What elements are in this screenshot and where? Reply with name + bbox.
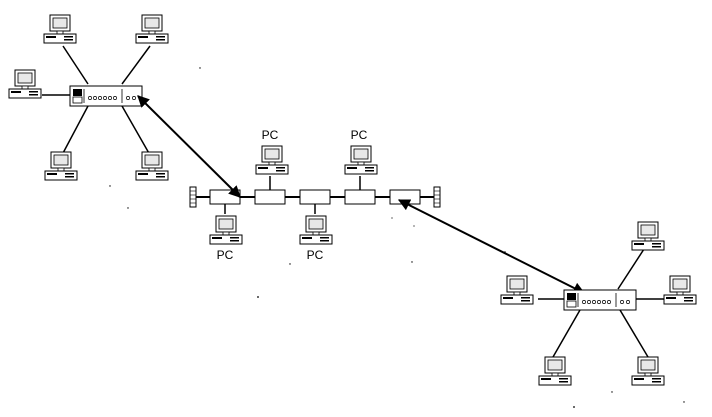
pc-label-bus-bottom-right: PC <box>307 248 324 262</box>
bus-terminator-icon-left <box>189 186 197 208</box>
pc-icon-bus-top-left[interactable] <box>255 145 289 175</box>
pc-icon-right-right[interactable] <box>663 275 697 305</box>
bus-drop-lines <box>224 176 361 214</box>
bus-tap-icon-2 <box>254 189 286 205</box>
hub-icon-right[interactable] <box>563 289 637 311</box>
pc-icon-right-left[interactable] <box>500 275 534 305</box>
pc-icon-right-bottom-2[interactable] <box>631 356 665 386</box>
scan-dots <box>109 67 685 408</box>
left-star-links <box>42 45 151 156</box>
pc-icon-left-bottom-2[interactable] <box>135 151 169 181</box>
pc-icon-left-bottom-1[interactable] <box>44 151 78 181</box>
bus-tap-icon-4 <box>344 189 376 205</box>
pc-icon-left-side[interactable] <box>8 69 42 99</box>
pc-icon-bus-bottom-right[interactable] <box>299 215 333 245</box>
pc-label-bus-top-right: PC <box>351 128 368 142</box>
pc-icon-right-top[interactable] <box>631 221 665 251</box>
hub-icon-left[interactable] <box>69 85 143 107</box>
pc-label-bus-bottom-left: PC <box>217 248 234 262</box>
pc-icon-bus-top-right[interactable] <box>344 145 378 175</box>
bus-tap-icon-3 <box>299 189 331 205</box>
pc-label-bus-top-left: PC <box>262 128 279 142</box>
pc-icon-left-top-2[interactable] <box>135 14 169 44</box>
pc-icon-right-bottom-1[interactable] <box>538 356 572 386</box>
pc-icon-left-top-1[interactable] <box>43 14 77 44</box>
link-left-hub-to-bus <box>137 95 241 198</box>
pc-icon-bus-bottom-left[interactable] <box>209 215 243 245</box>
bus-terminator-icon-right <box>433 186 441 208</box>
right-star-links <box>538 245 664 358</box>
link-bus-to-right-hub <box>397 199 586 294</box>
